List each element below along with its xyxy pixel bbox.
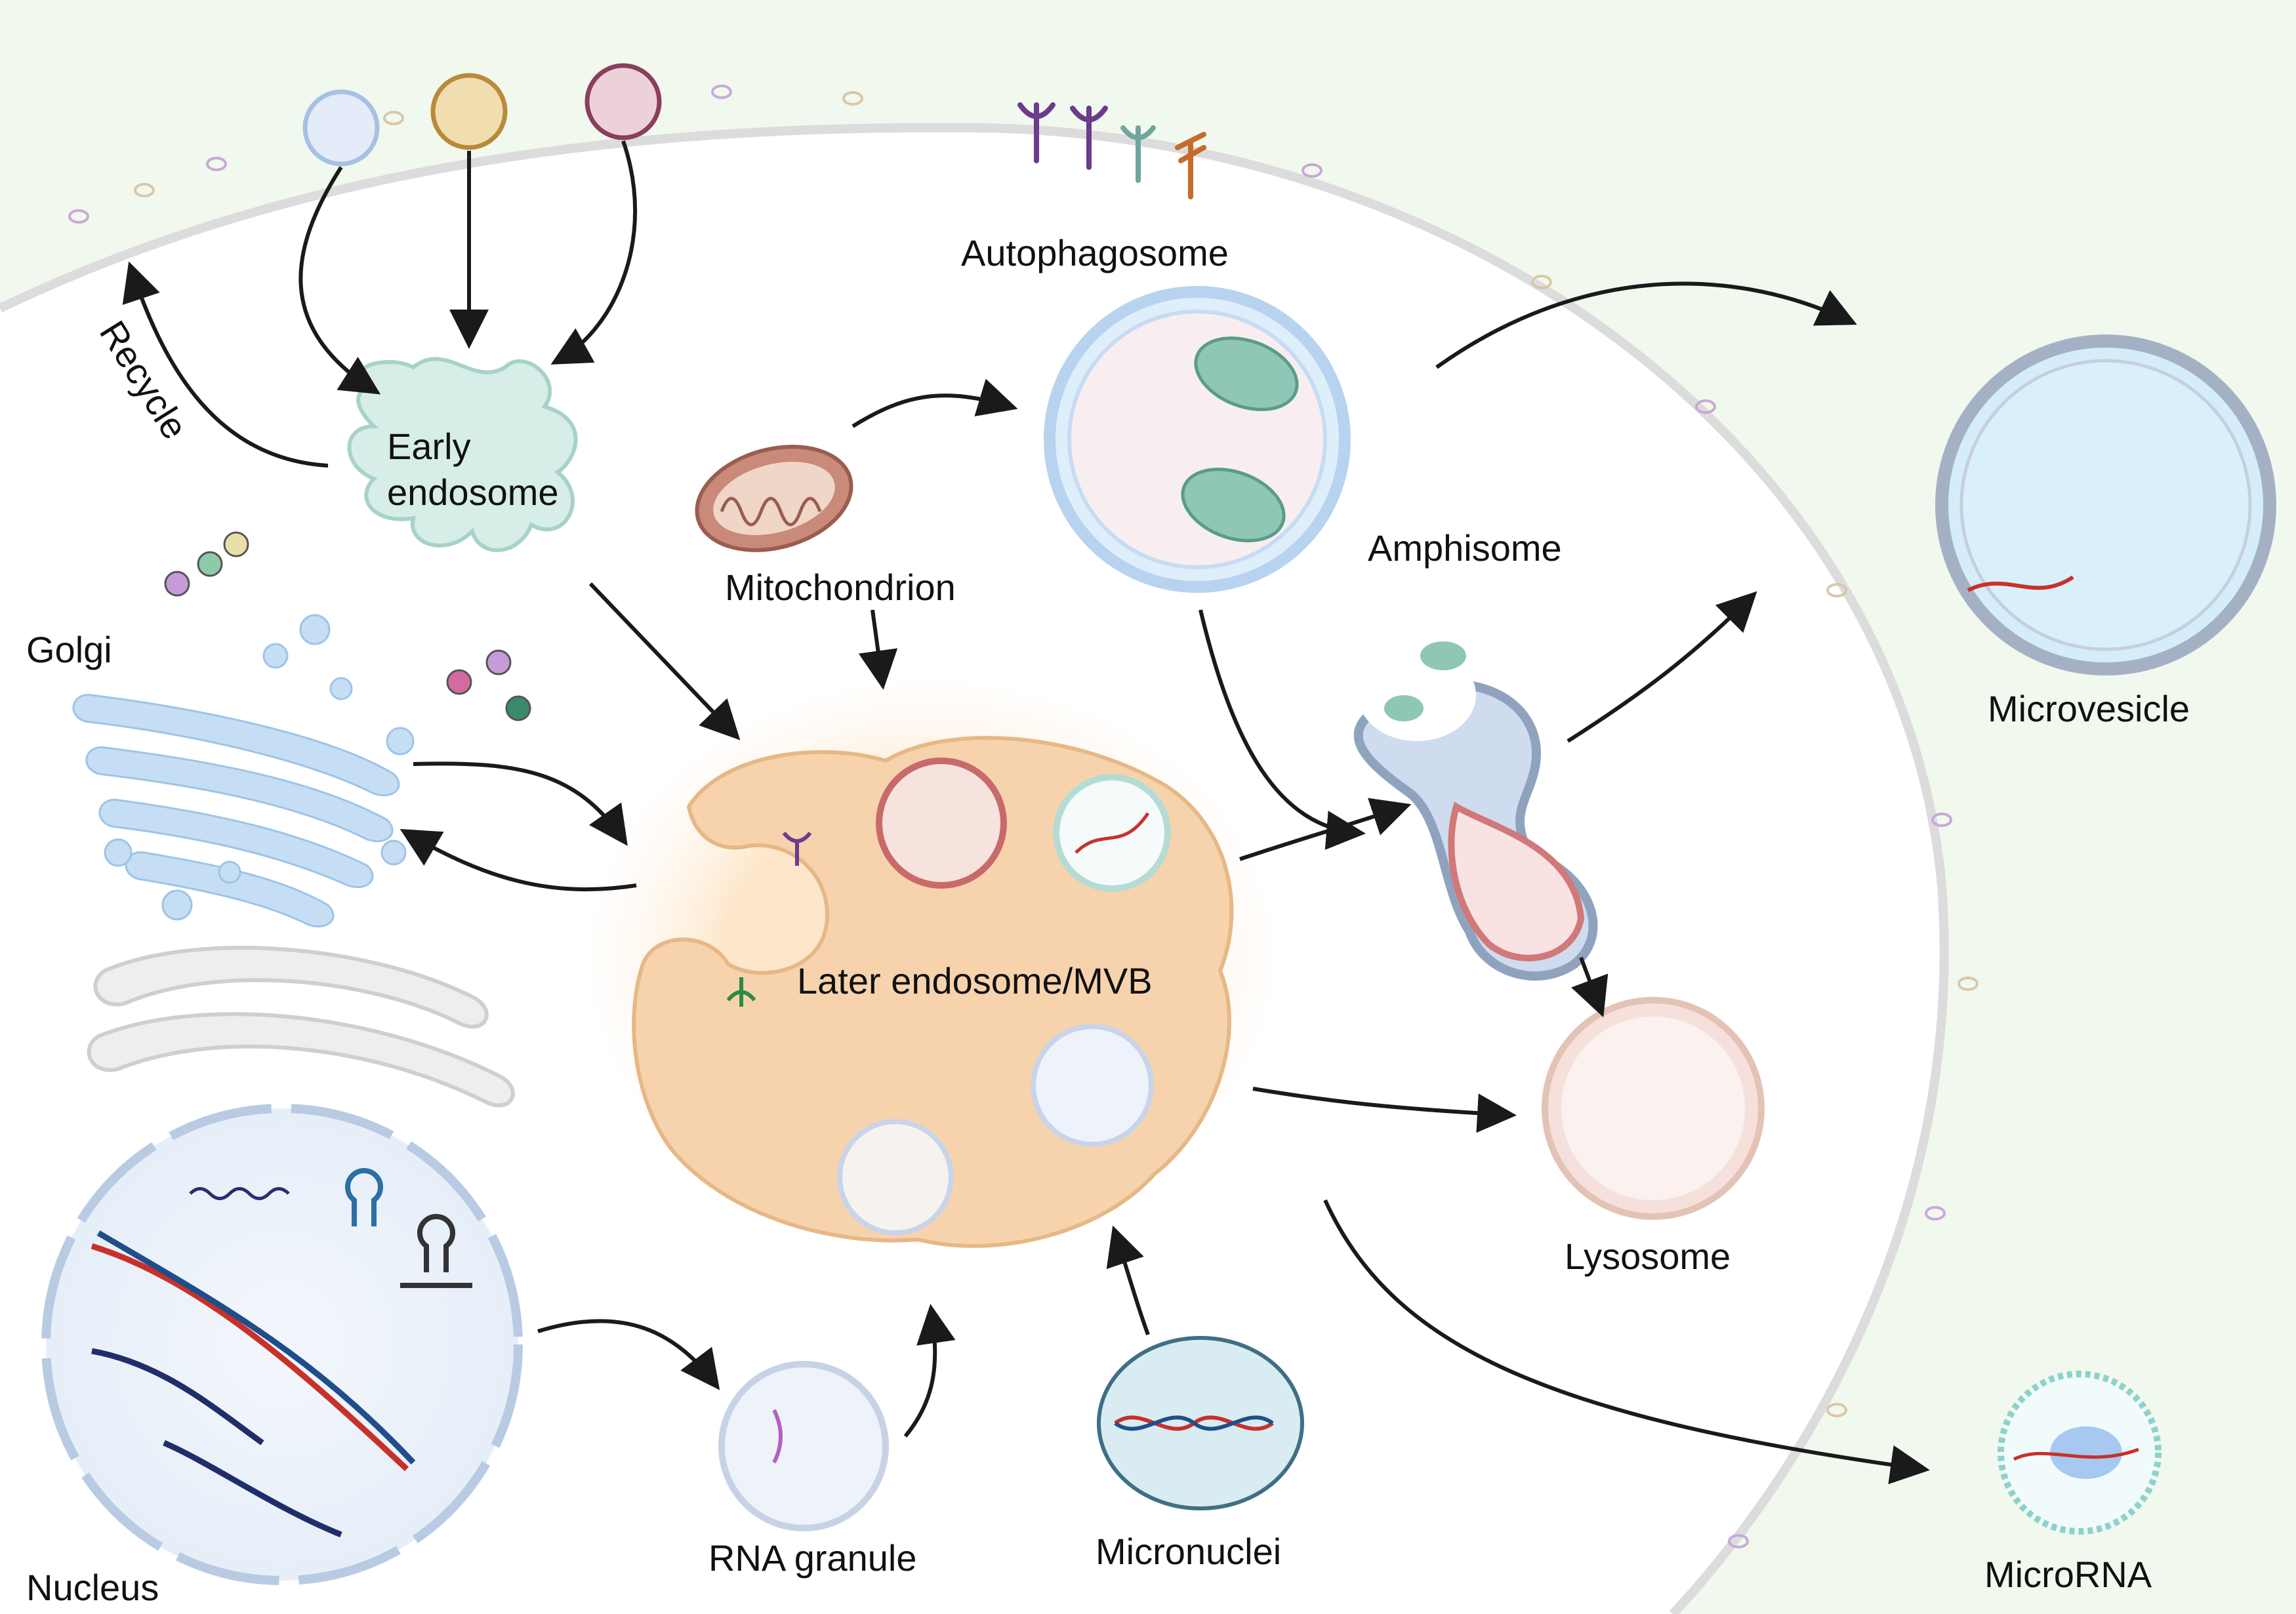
pathway-arrows — [122, 140, 1930, 1485]
plasma-membrane — [0, 123, 1949, 1614]
rna-granule-label: RNA granule — [708, 1537, 917, 1579]
micronuclei-label: Micronuclei — [1096, 1531, 1281, 1572]
mitochondrion — [695, 445, 853, 552]
lysosome-label: Lysosome — [1565, 1236, 1731, 1277]
membrane-vesicles — [68, 85, 1978, 1548]
amphisome-label: Amphisome — [1368, 527, 1562, 569]
microrna-vesicle — [1998, 1371, 2162, 1535]
early-endosome-label-line1: Early — [387, 426, 471, 467]
cargo-chain-icons — [164, 531, 531, 721]
golgi-label: Golgi — [26, 629, 112, 670]
later-endosome-mvb — [590, 682, 1273, 1248]
mitochondrion-label: Mitochondrion — [725, 567, 956, 608]
autophagosome-label: Autophagosome — [961, 232, 1229, 273]
autophagosome — [1044, 286, 1351, 593]
later-endosome-mvb-label: Later endosome/MVB — [797, 960, 1153, 1001]
microvesicle — [1935, 334, 2276, 676]
rna-granule — [718, 1361, 889, 1531]
microvesicle-label: Microvesicle — [1988, 688, 2190, 729]
nucleus-label: Nucleus — [26, 1567, 159, 1608]
surface-receptors — [1017, 102, 1206, 199]
microrna-label: MicroRNA — [1984, 1554, 2152, 1595]
golgi-apparatus — [72, 614, 415, 928]
lysosome — [1542, 997, 1765, 1220]
early-endosome-label-line2: endosome — [387, 472, 559, 513]
amphisome — [1353, 641, 1598, 981]
endoplasmic-reticulum — [87, 946, 515, 1108]
uptake-vesicles — [302, 63, 662, 167]
micronuclei — [1097, 1336, 1304, 1510]
nucleus — [41, 1104, 523, 1585]
early-endosome — [347, 357, 578, 552]
